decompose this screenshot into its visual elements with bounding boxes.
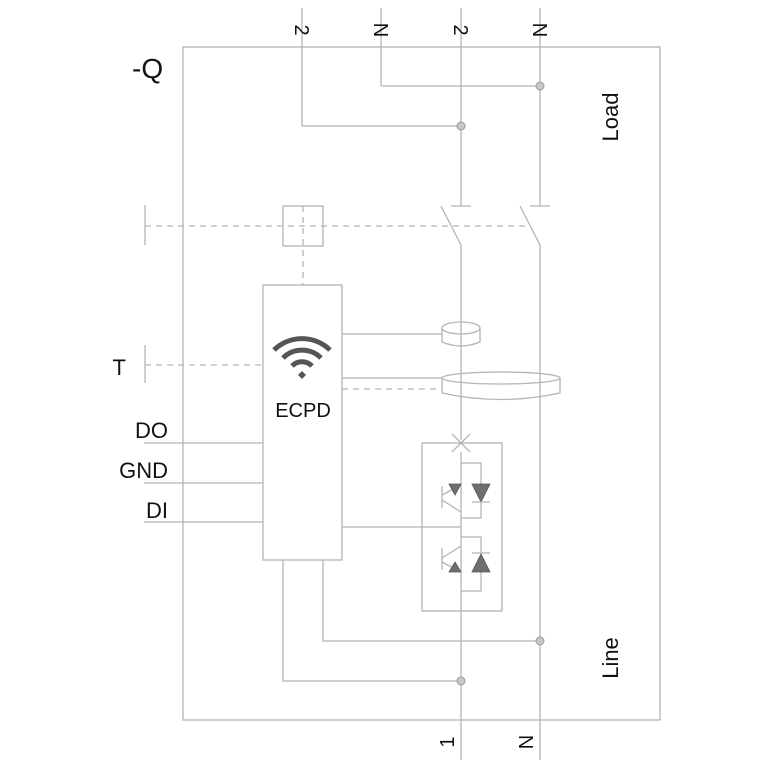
signal-label-t: T (113, 355, 126, 380)
wire-ecpd-to-phase (282, 560, 461, 682)
ecpd-label: ECPD (275, 400, 331, 422)
terminal-label: 2 (290, 24, 312, 35)
signal-label-do: DO (135, 418, 168, 443)
wifi-icon (272, 336, 332, 379)
main-contacts (440, 205, 550, 720)
ecpd-module (262, 284, 343, 561)
terminal-label: N (528, 23, 550, 37)
junction-dot (535, 81, 545, 91)
current-transformer-rcd (342, 371, 561, 401)
junction-dot (535, 636, 545, 646)
terminal-label: N (369, 23, 391, 37)
device-designation: -Q (132, 53, 163, 84)
current-sensor-small (342, 321, 481, 347)
signal-label-gnd: GND (119, 458, 168, 483)
wire-ecpd-to-neutral (322, 560, 540, 642)
junction-dot (456, 676, 466, 686)
terminal-label: N (516, 735, 538, 749)
junction-dot (456, 121, 466, 131)
load-label: Load (598, 93, 623, 142)
signal-label-di: DI (146, 498, 168, 523)
device-enclosure (182, 46, 661, 721)
terminal-label: 1 (437, 736, 459, 747)
line-label: Line (598, 637, 623, 679)
top-terminal-labels: 2 N 2 N (290, 23, 550, 37)
terminal-label: 2 (449, 24, 471, 35)
semiconductor-switch (342, 433, 503, 720)
